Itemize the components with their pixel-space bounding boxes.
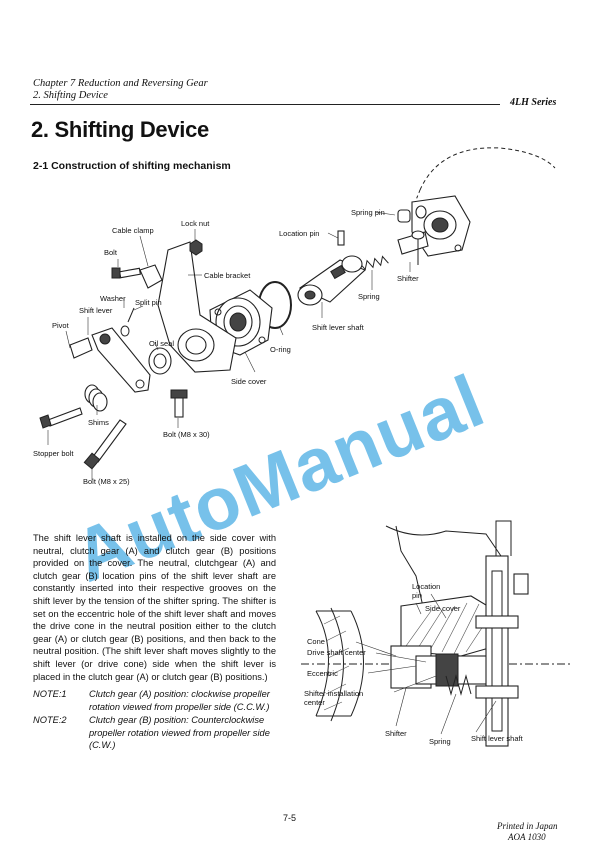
fig2-label-shifter-installation-center: Shifter installation center xyxy=(304,689,364,707)
header-rule xyxy=(30,104,500,105)
label-oil-seal: Oil seal xyxy=(149,339,175,348)
label-spring-pin: Spring pin xyxy=(351,208,385,217)
label-spring: Spring xyxy=(358,292,380,301)
label-bolt-m8x25: Bolt (M8 x 25) xyxy=(83,477,130,486)
label-lock-nut: Lock nut xyxy=(181,219,210,228)
section-title: 2. Shifting Device xyxy=(33,90,108,101)
series-label: 4LH Series xyxy=(510,97,557,108)
label-o-ring: O-ring xyxy=(270,345,291,354)
label-stopper-bolt: Stopper bolt xyxy=(33,449,74,458)
label-split-pin: Split pin xyxy=(135,298,162,307)
fig2-label-location-pin: Location pin xyxy=(412,582,441,600)
fig2-label-side-cover: Side cover xyxy=(425,604,461,613)
label-cable-clamp: Cable clamp xyxy=(112,226,154,235)
fig2-label-eccentric: Eccentric xyxy=(307,669,338,678)
sectional-view-figure xyxy=(296,516,586,756)
fig2-label-spring: Spring xyxy=(429,737,451,746)
page-number: 7-5 xyxy=(283,813,297,823)
sectional-view-drawing xyxy=(301,520,571,747)
printed-in-label: Printed in Japan xyxy=(497,821,558,831)
label-shifter: Shifter xyxy=(397,274,419,283)
chapter-title: Chapter 7 Reduction and Reversing Gear xyxy=(33,78,208,89)
label-bolt: Bolt xyxy=(104,248,117,257)
label-shift-lever: Shift lever xyxy=(79,306,113,315)
fig2-label-drive-shaft-center: Drive shaft center xyxy=(307,648,366,657)
fig2-label-cone: Cone xyxy=(307,637,325,646)
label-cable-bracket: Cable bracket xyxy=(204,271,251,280)
label-location-pin: Location pin xyxy=(279,229,320,238)
label-pivot: Pivot xyxy=(52,321,69,330)
page-title: 2. Shifting Device xyxy=(31,117,209,142)
exploded-view-figure: Spring pin Lock nut Cable clamp Location… xyxy=(0,140,612,510)
label-bolt-m8x30: Bolt (M8 x 30) xyxy=(163,430,210,439)
fig2-label-shift-lever-shaft: Shift lever shaft xyxy=(471,734,523,743)
note-2-tag: NOTE:2 xyxy=(33,715,67,725)
note-2-text: Clutch gear (B) position: Counterclockwi… xyxy=(89,715,270,751)
section-subheading: 2-1 Construction of shifting mechanism xyxy=(33,160,231,172)
label-shims: Shims xyxy=(88,418,109,427)
document-code: AOA 1030 xyxy=(508,832,546,842)
label-side-cover: Side cover xyxy=(231,377,267,386)
note-1: NOTE:1 Clutch gear (A) position: clockwi… xyxy=(33,688,278,713)
body-paragraph: The shift lever shaft is installed on th… xyxy=(33,533,276,682)
note-1-tag: NOTE:1 xyxy=(33,689,67,699)
fig2-label-shifter: Shifter xyxy=(385,729,407,738)
exploded-view-drawing xyxy=(39,147,556,480)
note-2: NOTE:2 Clutch gear (B) position: Counter… xyxy=(33,714,278,752)
note-1-text: Clutch gear (A) position: clockwise prop… xyxy=(89,689,270,712)
label-shift-lever-shaft: Shift lever shaft xyxy=(312,323,364,332)
label-washer: Washer xyxy=(100,294,126,303)
